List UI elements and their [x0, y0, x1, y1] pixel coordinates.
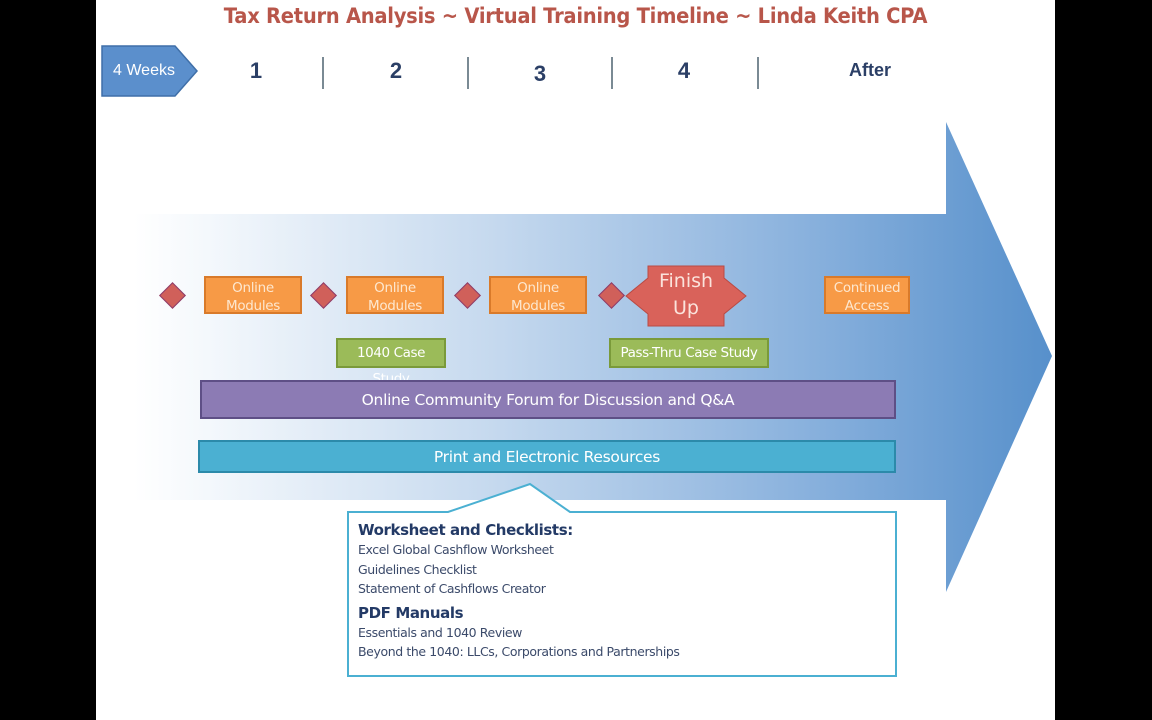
- timeline-arrow-background: [134, 122, 1052, 592]
- module-label-line1: Online: [517, 280, 559, 296]
- week-3-label: 3: [533, 61, 547, 86]
- case-study-pass-thru: Pass-Thru Case Study: [609, 338, 769, 368]
- online-modules-week-2: Online Modules: [346, 276, 444, 314]
- resource-item: Statement of Cashflows Creator: [358, 581, 546, 596]
- module-label-line2: Modules: [225, 298, 281, 314]
- week-4-label: 4: [677, 58, 691, 83]
- page-title: Tax Return Analysis ~ Virtual Training T…: [223, 4, 928, 28]
- week-1-label: 1: [249, 58, 263, 83]
- finish-up-milestone: Finish Up: [624, 264, 748, 328]
- module-label-line1: Online: [374, 280, 416, 296]
- slide: Tax Return Analysis ~ Virtual Training T…: [96, 0, 1055, 720]
- duration-label: 4 Weeks: [113, 62, 175, 79]
- week-divider: [611, 57, 613, 89]
- week-divider: [467, 57, 469, 89]
- after-label: After: [848, 60, 891, 80]
- resource-item: Guidelines Checklist: [358, 561, 477, 577]
- week-divider: [757, 57, 759, 89]
- finish-up-line1: Finish: [658, 270, 714, 292]
- online-modules-week-3: Online Modules: [489, 276, 587, 314]
- module-label-line2: Modules: [367, 298, 423, 314]
- case-study-1040: 1040 Case Study: [336, 338, 446, 387]
- pdf-manuals-heading: PDF Manuals: [358, 603, 464, 622]
- callout-content: Worksheet and Checklists: Excel Global C…: [358, 520, 878, 662]
- week-2-label: 2: [389, 58, 403, 83]
- community-forum-bar: Online Community Forum for Discussion an…: [200, 380, 896, 419]
- pentagon-arrow-icon: [101, 45, 198, 97]
- continued-access-line2: Access: [844, 298, 890, 314]
- resources-callout: Worksheet and Checklists: Excel Global C…: [344, 482, 904, 682]
- online-modules-week-1: Online Modules: [204, 276, 302, 314]
- duration-tag: 4 Weeks: [101, 45, 199, 97]
- continued-access-box: Continued Access: [824, 276, 910, 314]
- continued-access-line1: Continued: [833, 280, 901, 296]
- resource-item: Beyond the 1040: LLCs, Corporations and …: [358, 644, 680, 659]
- resource-item: Essentials and 1040 Review: [358, 624, 523, 640]
- callout-shape: [347, 482, 897, 677]
- finish-up-label: Finish Up: [648, 268, 724, 322]
- module-label-line1: Online: [232, 280, 274, 296]
- double-arrow-icon: [625, 265, 747, 327]
- resources-bar: Print and Electronic Resources: [198, 440, 896, 473]
- week-divider: [322, 57, 324, 89]
- module-label-line2: Modules: [510, 298, 566, 314]
- finish-up-line2: Up: [673, 297, 699, 319]
- resource-item: Excel Global Cashflow Worksheet: [358, 542, 554, 557]
- worksheets-heading: Worksheet and Checklists:: [358, 521, 573, 539]
